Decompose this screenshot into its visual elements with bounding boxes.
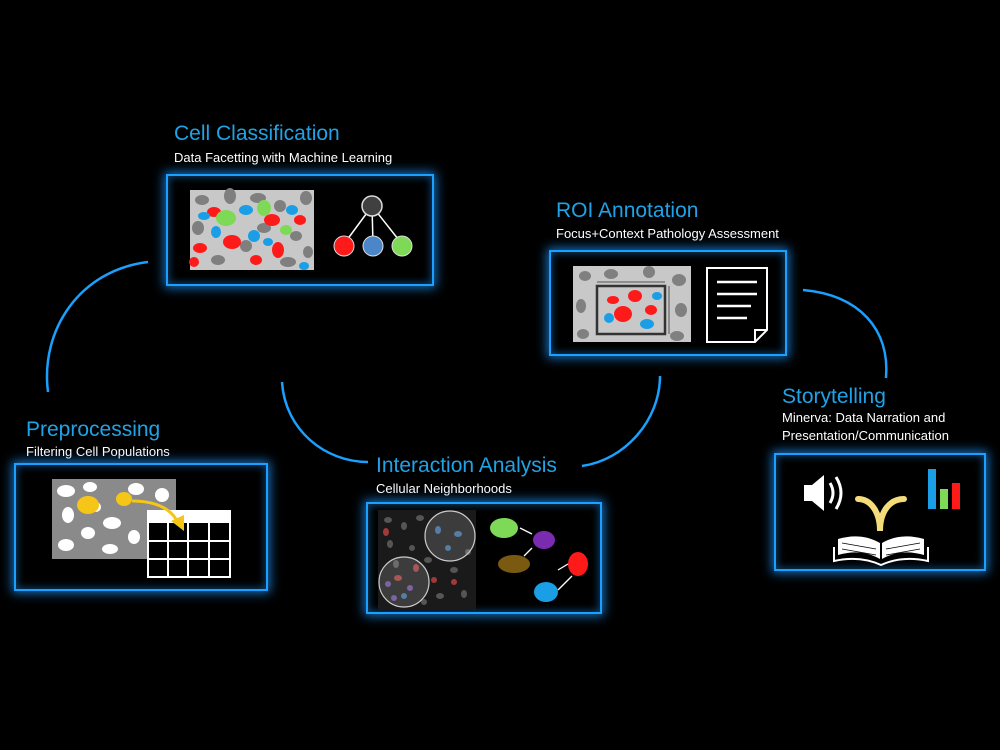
neighborhood-circle-1	[424, 510, 476, 562]
storytelling-subtitle-line2: Presentation/Communication	[782, 428, 949, 443]
interaction-analysis-panel	[366, 502, 602, 614]
arc-roi-to-storytelling	[802, 288, 888, 379]
preprocessing-panel	[14, 463, 268, 591]
preprocessing-illustration	[52, 479, 231, 578]
roi-annotation-illustration	[573, 266, 768, 343]
interaction-analysis-title: Interaction Analysis	[376, 454, 557, 477]
neighborhood-circle-2	[378, 556, 430, 608]
interaction-analysis-subtitle: Cellular Neighborhoods	[376, 481, 512, 496]
cell-classification-subtitle: Data Facetting with Machine Learning	[174, 150, 393, 165]
open-book-icon	[833, 536, 929, 567]
storytelling-title: Storytelling	[782, 385, 886, 408]
tree-icon	[333, 195, 413, 257]
preprocessing-title: Preprocessing	[26, 418, 161, 441]
roi-annotation-panel	[549, 250, 787, 356]
gray-cells	[192, 188, 313, 267]
interaction-analysis-illustration	[378, 510, 588, 610]
green-cells	[216, 200, 292, 235]
table-icon	[147, 510, 231, 578]
roi-annotation-subtitle: Focus+Context Pathology Assessment	[556, 226, 779, 241]
storytelling-subtitle-line1: Minerva: Data Narration and	[782, 410, 946, 425]
blue-cells	[198, 205, 309, 270]
document-icon	[706, 267, 768, 343]
storytelling-subtitle: Minerva: Data Narration and Presentation…	[782, 409, 949, 445]
cell-interaction-graph	[490, 518, 588, 602]
speaker-icon	[804, 475, 843, 511]
preprocessing-subtitle: Filtering Cell Populations	[26, 444, 170, 459]
arc-classification-to-interaction	[280, 381, 369, 464]
bar-chart-icon	[928, 469, 960, 509]
cell-classification-panel	[166, 174, 434, 286]
arc-interaction-to-roi	[581, 375, 662, 468]
storytelling-illustration	[804, 469, 960, 567]
roi-annotation-title: ROI Annotation	[556, 199, 699, 222]
cell-classification-title: Cell Classification	[174, 122, 340, 145]
arc-preprocessing-to-classification	[45, 260, 149, 393]
story-arc-icon	[855, 496, 907, 532]
cell-classification-illustration	[189, 188, 413, 270]
storytelling-panel	[774, 453, 986, 571]
